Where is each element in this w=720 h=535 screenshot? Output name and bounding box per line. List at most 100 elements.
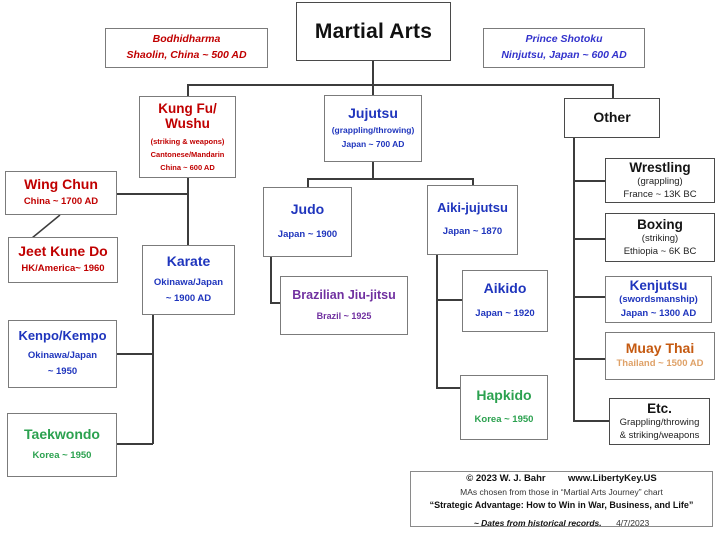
node-etc: Etc. Grappling/throwing & striking/weapo… — [609, 398, 710, 445]
connector-hapkido-stub — [436, 387, 461, 389]
node-subtitle: HK/America~ 1960 — [21, 262, 105, 274]
connector-judo-drop — [270, 257, 272, 303]
node-subtitle: China ~ 1700 AD — [23, 195, 99, 207]
connector-boxing-stub — [573, 238, 605, 240]
annotation-line: Prince Shotoku — [525, 33, 603, 46]
node-karate: Karate Okinawa/Japan ~ 1900 AD — [142, 245, 235, 315]
connector-other-drop — [573, 138, 575, 421]
connector-etc-stub — [573, 420, 609, 422]
connector-aikido-stub — [436, 299, 463, 301]
node-title: Kung Fu/ — [158, 100, 217, 116]
node-subtitle: Japan ~ 1870 — [442, 226, 503, 238]
annotation-prince-shotoku: Prince Shotoku Ninjutsu, Japan ~ 600 AD — [483, 28, 645, 68]
node-title: Muay Thai — [625, 340, 695, 357]
connector-aiki-drop — [436, 255, 438, 388]
connector-jujutsu-spread — [307, 178, 473, 180]
footer-line-source: MAs chosen from those in “Martial Arts J… — [460, 487, 663, 498]
node-subtitle: (grappling/throwing) — [331, 124, 415, 135]
node-title: Other — [593, 109, 631, 126]
node-aikido: Aikido Japan ~ 1920 — [462, 270, 548, 332]
annotation-line: Bodhidharma — [152, 33, 221, 46]
node-subtitle: Korea ~ 1950 — [474, 414, 534, 426]
node-subtitle: Cantonese/Mandarin — [150, 150, 225, 160]
node-title: Wing Chun — [24, 176, 98, 193]
connector-kenpo-stub — [117, 353, 153, 355]
node-subtitle: Grappling/throwing — [619, 416, 700, 428]
connector-taekwondo-stub — [117, 443, 153, 445]
connector-root-drop — [372, 61, 374, 95]
dates-note: ~ Dates from historical records. — [473, 517, 602, 528]
connector-to-other — [612, 84, 614, 98]
node-subtitle: France ~ 13K BC — [623, 189, 697, 201]
date-stamp: 4/7/2023 — [616, 517, 650, 528]
node-title: Karate — [166, 253, 211, 270]
node-kenjutsu: Kenjutsu (swordsmanship) Japan ~ 1300 AD — [605, 276, 712, 323]
node-subtitle: (swordsmanship) — [619, 294, 698, 306]
node-subtitle: (striking) — [641, 232, 679, 244]
footer-line-book: “Strategic Advantage: How to Win in War,… — [429, 499, 694, 510]
annotation-bodhidharma: Bodhidharma Shaolin, China ~ 500 AD — [105, 28, 268, 68]
node-subtitle: & striking/weapons — [619, 430, 700, 442]
node-other: Other — [564, 98, 660, 138]
node-boxing: Boxing (striking) Ethiopia ~ 6K BC — [605, 213, 715, 262]
node-subtitle: Okinawa/Japan — [153, 277, 224, 289]
node-title: Boxing — [637, 216, 683, 232]
node-jujutsu: Jujutsu (grappling/throwing) Japan ~ 700… — [324, 95, 422, 162]
node-subtitle: Japan ~ 1920 — [475, 307, 535, 319]
connector-jujutsu-drop — [372, 162, 374, 179]
node-subtitle: Japan ~ 700 AD — [341, 139, 405, 150]
node-subtitle: China ~ 600 AD — [160, 163, 215, 173]
node-subtitle: Brazil ~ 1925 — [316, 311, 372, 322]
node-subtitle: ~ 1900 AD — [165, 292, 212, 304]
annotation-line: Shaolin, China ~ 500 AD — [126, 49, 247, 61]
node-title: Jujutsu — [348, 105, 398, 122]
connector-to-aiki — [472, 178, 474, 186]
node-subtitle: (grappling) — [637, 175, 683, 187]
connector-bjj-stub — [270, 302, 281, 304]
footer-credit-box: © 2023 W. J. Bahr www.LibertyKey.US MAs … — [410, 471, 713, 528]
annotation-line: Ninjutsu, Japan ~ 600 AD — [501, 49, 627, 61]
node-subtitle: Ethiopia ~ 6K BC — [623, 246, 697, 258]
connector-to-judo — [307, 178, 309, 188]
connector-wingchun-stub — [117, 193, 188, 195]
node-title: Jeet Kune Do — [18, 243, 108, 260]
node-title: Etc. — [647, 400, 672, 416]
node-subtitle: Korea ~ 1950 — [32, 450, 92, 462]
connector-wrestling-stub — [573, 180, 605, 182]
node-subtitle: Okinawa/Japan — [27, 349, 98, 361]
node-title: Brazilian Jiu-jitsu — [292, 288, 396, 303]
node-title: Taekwondo — [24, 425, 100, 442]
connector-jkd-diagonal — [31, 214, 61, 239]
node-subtitle: (striking & weapons) — [150, 136, 225, 146]
node-aiki-jujutsu: Aiki-jujutsu Japan ~ 1870 — [427, 185, 518, 255]
connector-kenjutsu-stub — [573, 296, 605, 298]
node-subtitle: Japan ~ 1900 — [277, 228, 338, 240]
node-title: Judo — [290, 201, 325, 218]
node-title: Aikido — [483, 280, 527, 297]
node-subtitle: Japan ~ 1300 AD — [620, 308, 697, 320]
node-taekwondo: Taekwondo Korea ~ 1950 — [7, 413, 117, 477]
node-title: Hapkido — [476, 386, 532, 403]
node-title: Wrestling — [629, 159, 691, 175]
footer-line-dates: ~ Dates from historical records. 4/7/202… — [474, 511, 649, 533]
node-wing-chun: Wing Chun China ~ 1700 AD — [5, 171, 117, 215]
website-url: www.LibertyKey.US — [568, 472, 657, 484]
node-martial-arts: Martial Arts — [296, 2, 451, 61]
node-title: Martial Arts — [314, 19, 433, 43]
node-title: Kenjutsu — [629, 278, 688, 294]
connector-root-spread — [187, 84, 613, 86]
connector-to-kungfu — [187, 84, 189, 96]
node-title: Kenpo/Kempo — [18, 328, 107, 344]
node-subtitle: ~ 1950 — [47, 365, 78, 377]
node-wrestling: Wrestling (grappling) France ~ 13K BC — [605, 158, 715, 203]
node-title: Wushu — [165, 115, 210, 131]
node-judo: Judo Japan ~ 1900 — [263, 187, 352, 257]
node-subtitle: Thailand ~ 1500 AD — [616, 357, 704, 369]
node-jeet-kune-do: Jeet Kune Do HK/America~ 1960 — [8, 237, 118, 283]
copyright-text: © 2023 W. J. Bahr — [466, 472, 546, 484]
node-brazilian-jiu-jitsu: Brazilian Jiu-jitsu Brazil ~ 1925 — [280, 276, 408, 335]
connector-kungfu-karate — [187, 178, 189, 245]
node-kenpo-kempo: Kenpo/Kempo Okinawa/Japan ~ 1950 — [8, 320, 117, 388]
node-kung-fu-wushu: Kung Fu/ Wushu (striking & weapons) Cant… — [139, 96, 236, 178]
